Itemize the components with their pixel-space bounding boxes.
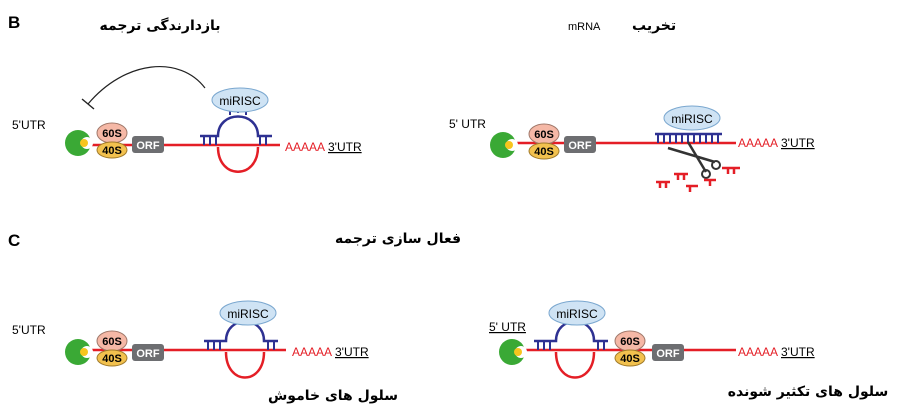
- polya-tail: AAAAA: [738, 136, 778, 150]
- mirisc-complex: [548, 300, 606, 326]
- utr3-label: 3'UTR: [335, 345, 369, 359]
- mirisc-label: miRISC: [556, 307, 598, 321]
- title-degradation-mrna: mRNA: [568, 21, 601, 33]
- repression-scheme: 5'UTR 60S 40S ORF miRISC AAAAA 3'UTR: [12, 66, 362, 173]
- utr3-label: 3'UTR: [781, 136, 815, 150]
- cap-structure: [490, 132, 516, 158]
- ribosome-40s: [96, 349, 128, 367]
- mirisc-complex: [663, 105, 721, 131]
- base-pairs: [657, 134, 719, 143]
- caption-quiescent-cells: سلول های خاموش: [268, 388, 398, 404]
- inhibition-arrow: [87, 66, 206, 105]
- orf-box: [132, 136, 164, 153]
- utr5-label: 5' UTR: [449, 117, 486, 131]
- orf-label: ORF: [656, 348, 680, 360]
- ribosome-40s: [96, 141, 128, 159]
- caption-proliferating-cells: سلول های تکثیر شونده: [728, 384, 889, 400]
- polya-tail: AAAAA: [292, 345, 332, 359]
- ribosome-60s-label: 60S: [102, 336, 122, 348]
- cap-structure: [65, 339, 91, 365]
- cap-structure: [65, 130, 91, 156]
- panel-label-b: B: [8, 13, 20, 32]
- inhibition-bar: [81, 98, 95, 110]
- ribosome-40s: [528, 142, 560, 160]
- ribosome-40s-label: 40S: [102, 353, 122, 365]
- mirisc-label: miRISC: [227, 307, 269, 321]
- title-translation-activation: فعال سازی ترجمه: [335, 231, 461, 247]
- title-degradation: تخریب: [632, 18, 676, 34]
- ribosome-40s-label: 40S: [534, 146, 554, 158]
- utr3-label: 3'UTR: [328, 140, 362, 154]
- mirisc-complex: [211, 87, 269, 113]
- ribosome-40s-label: 40S: [102, 145, 122, 157]
- orf-box: [132, 344, 164, 361]
- cap-structure: [499, 339, 525, 365]
- polya-tail: AAAAA: [285, 140, 325, 154]
- mrna-bulge: [554, 351, 596, 379]
- ribosome-60s-label: 60S: [102, 128, 122, 140]
- cap-core: [80, 348, 88, 356]
- orf-label: ORF: [568, 140, 592, 152]
- mirna-strand: [200, 115, 272, 138]
- mirisc-label: miRISC: [671, 112, 713, 126]
- cap-core: [514, 348, 522, 356]
- scissors-icon: [667, 141, 721, 179]
- ribosome-60s-label: 60S: [534, 129, 554, 141]
- mrna-bulge: [224, 351, 266, 379]
- ribosome-40s: [614, 349, 646, 367]
- orf-box: [652, 344, 684, 361]
- orf-box: [564, 136, 596, 153]
- utr5-label: 5'UTR: [12, 118, 46, 132]
- utr5-label: 5' UTR: [489, 320, 526, 334]
- orf-label: ORF: [136, 348, 160, 360]
- mirisc-complex: [219, 300, 277, 326]
- ribosome-40s-label: 40S: [620, 353, 640, 365]
- cap-core: [505, 141, 513, 149]
- mrna-fragments: [656, 166, 740, 192]
- utr3-label: 3'UTR: [781, 345, 815, 359]
- degradation-scheme: 5' UTR 60S 40S ORF miRISC: [449, 105, 815, 192]
- mirisc-label: miRISC: [219, 94, 261, 108]
- ribosome-60s-label: 60S: [620, 336, 640, 348]
- activation-proliferating-scheme: 5' UTR miRISC 60S 40S ORF AAAAA 3'UTR: [489, 300, 815, 379]
- title-translation-repression: بازدارندگی ترجمه: [99, 17, 220, 34]
- utr5-label: 5'UTR: [12, 323, 46, 337]
- polya-tail: AAAAA: [738, 345, 778, 359]
- cap-core: [80, 139, 88, 147]
- panel-label-c: C: [8, 231, 20, 250]
- activation-quiescent-scheme: 5'UTR 60S 40S ORF miRISC AAAAA 3'UTR: [12, 300, 369, 379]
- mrna-bulge: [216, 146, 260, 173]
- orf-label: ORF: [136, 140, 160, 152]
